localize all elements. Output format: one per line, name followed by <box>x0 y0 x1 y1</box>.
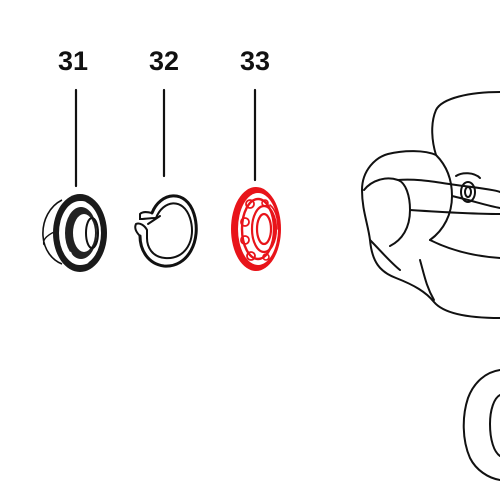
ball-bearing-33 <box>231 187 281 271</box>
housing-outline <box>361 91 500 481</box>
part-label-31: 31 <box>58 46 88 76</box>
retaining-ring-32 <box>134 194 198 268</box>
part-label-33: 33 <box>240 46 270 76</box>
oil-seal-31 <box>42 194 107 272</box>
part-label-32: 32 <box>149 46 179 76</box>
